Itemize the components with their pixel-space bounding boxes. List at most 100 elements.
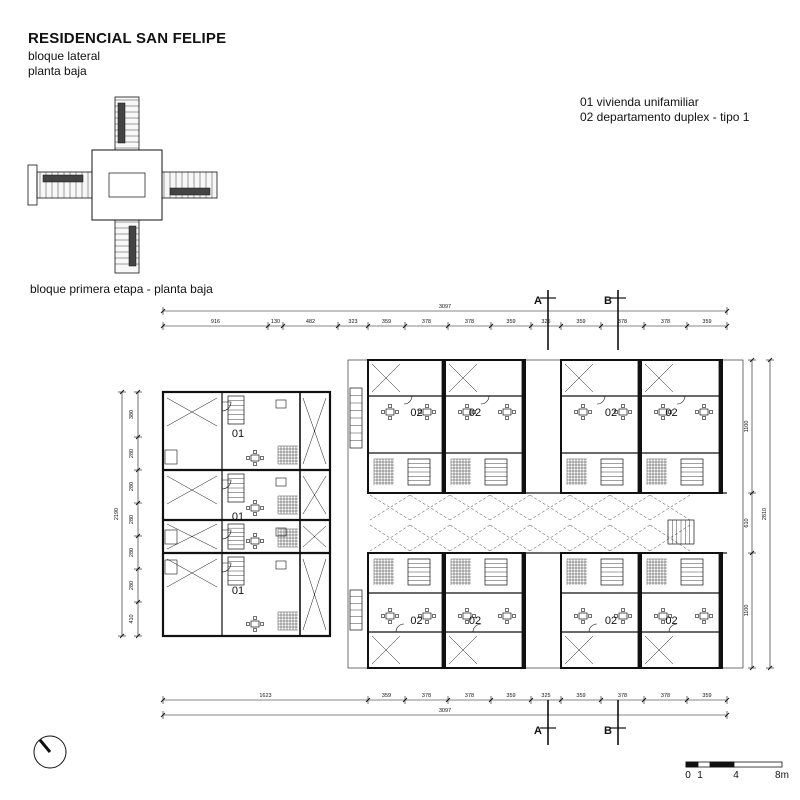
chair	[702, 404, 706, 408]
stair-cross-line	[644, 635, 674, 665]
unit-label-02: 02	[469, 615, 481, 627]
chair	[668, 614, 672, 618]
dimension-total-label: 2190	[114, 508, 120, 520]
chair	[260, 456, 264, 460]
door-swing	[221, 529, 232, 540]
dimension-slash	[402, 697, 408, 703]
dimension-slash	[488, 697, 494, 703]
chair	[581, 404, 585, 408]
door-swing	[588, 623, 598, 633]
dimension-slash	[724, 712, 730, 718]
dimension-slash	[749, 357, 755, 363]
chair	[465, 608, 469, 612]
chair	[505, 416, 509, 420]
section-label: B	[604, 295, 612, 307]
unit-label-02: 02	[665, 407, 677, 419]
dimension-slash	[767, 665, 773, 671]
dimension-label: 280	[129, 515, 135, 524]
dimension-label: 610	[744, 518, 750, 527]
subtitle-block: bloque lateral	[28, 49, 101, 63]
corridor-pattern	[529, 524, 571, 552]
chair	[498, 614, 502, 618]
stair-cross-line	[448, 635, 478, 665]
dimension-label: 280	[129, 449, 135, 458]
chair	[246, 506, 250, 510]
chair	[395, 410, 399, 414]
dimension-label: 359	[382, 319, 391, 325]
stair-cross-line	[166, 558, 218, 588]
chair	[588, 410, 592, 414]
stair-cross-line	[371, 363, 401, 393]
dining-table	[578, 408, 588, 416]
corridor-pattern	[369, 494, 411, 521]
chair	[702, 416, 706, 420]
dining-table	[385, 612, 395, 620]
stair-cross-line	[371, 635, 401, 665]
stair-cross-line	[564, 363, 594, 393]
unit-label-02: 02	[605, 615, 617, 627]
corridor-pattern	[649, 494, 691, 521]
key-plan-caption: bloque primera etapa - planta baja	[30, 282, 213, 296]
corridor-pattern	[649, 524, 691, 552]
stair-cross-line	[166, 523, 218, 550]
key-plan-unit	[169, 187, 211, 196]
dimension-slash	[445, 323, 451, 329]
dimension-slash	[684, 323, 690, 329]
corridor-pattern	[449, 524, 491, 552]
chair	[668, 410, 672, 414]
dimension-label: 916	[211, 319, 220, 325]
scale-bar-segment	[685, 761, 699, 768]
stair-cross-line	[644, 363, 674, 393]
chair	[253, 616, 257, 620]
dimension-label: 323	[348, 319, 357, 325]
dimension-slash	[135, 599, 141, 605]
dimension-label: 1100	[744, 605, 750, 617]
dining-table	[658, 408, 668, 416]
stair-cross-line	[166, 475, 218, 505]
stair-cross-line	[302, 525, 327, 548]
dimension-label: 378	[422, 693, 431, 699]
chair	[709, 614, 713, 618]
north-arrow-circle	[33, 735, 67, 769]
dimension-label: 359	[702, 693, 711, 699]
duplex-unit	[367, 359, 446, 494]
door-swing	[480, 395, 490, 405]
chair	[253, 462, 257, 466]
chair	[588, 614, 592, 618]
chair	[695, 614, 699, 618]
chair	[661, 404, 665, 408]
dimension-label: 1100	[744, 421, 750, 433]
corridor-pattern	[649, 494, 691, 521]
corridor-pattern	[609, 494, 651, 521]
scale-bar-segment	[709, 761, 735, 768]
stair-cross-line	[302, 558, 327, 631]
dimension-slash	[402, 323, 408, 329]
dimension-label: 482	[306, 319, 315, 325]
chair	[581, 416, 585, 420]
corridor-pattern	[409, 494, 451, 521]
dimension-slash	[135, 633, 141, 639]
chair	[418, 614, 422, 618]
key-plan-core	[91, 149, 163, 221]
dining-table	[250, 454, 260, 462]
dimension-slash	[160, 697, 166, 703]
door-swing	[395, 623, 405, 633]
chair	[432, 614, 436, 618]
dimension-slash	[135, 467, 141, 473]
dining-table	[462, 408, 472, 416]
dining-table	[699, 612, 709, 620]
chair	[465, 416, 469, 420]
dimension-label: 359	[382, 693, 391, 699]
corridor-pattern	[489, 524, 531, 552]
chair	[253, 512, 257, 516]
dining-table	[699, 408, 709, 416]
chair	[702, 620, 706, 624]
dimension-slash	[684, 697, 690, 703]
dimension-slash	[528, 323, 534, 329]
dimension-slash	[119, 633, 125, 639]
chair	[621, 620, 625, 624]
chair	[654, 410, 658, 414]
chair	[465, 620, 469, 624]
chair	[418, 410, 422, 414]
